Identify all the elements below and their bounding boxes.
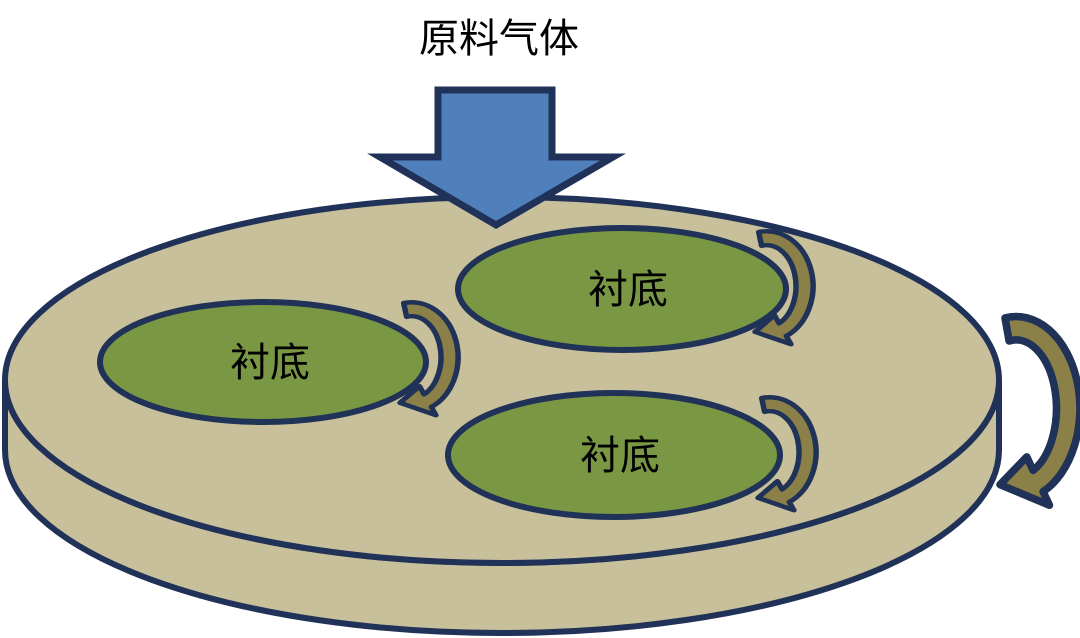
substrate-bottom-center: 衬底 [445,390,783,520]
substrate-top-right: 衬底 [455,225,789,353]
substrate-ellipse [445,390,783,520]
substrate-ellipse [455,225,789,353]
substrate-ellipse [97,299,429,425]
diagram-title: 原料气体 [419,16,579,61]
substrate-label: 衬底 [230,340,310,385]
substrate-label: 衬底 [580,433,660,478]
disk-rotation-arrow-icon [1000,317,1080,506]
substrate-label: 衬底 [588,267,668,312]
gas-down-arrow-icon [367,86,626,230]
substrate-left: 衬底 [97,299,429,425]
